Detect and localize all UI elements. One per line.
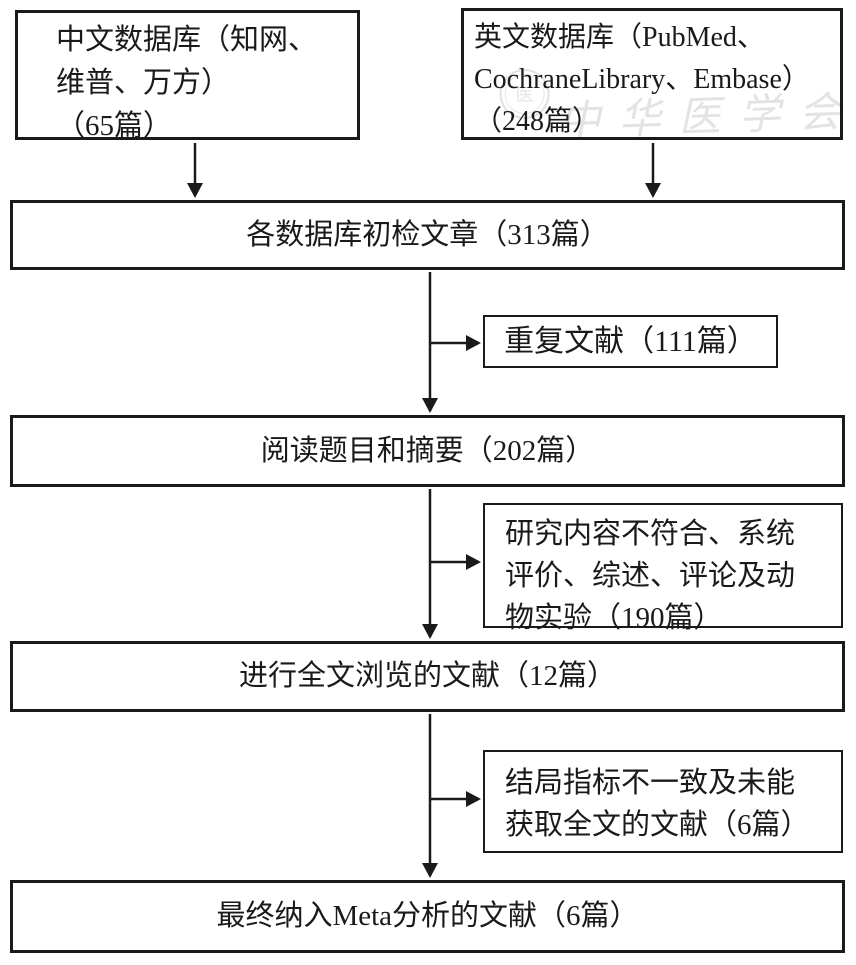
node-initial-retrieval-label: 各数据库初检文章（313篇） — [246, 218, 609, 251]
node-final-included-label: 最终纳入Meta分析的文献（6篇） — [216, 900, 639, 932]
node-fulltext-review: 进行全文浏览的文献（12篇） — [10, 641, 845, 712]
node-excluded-content-label: 研究内容不符合、系统 评价、综述、评论及动 物实验（190篇） — [505, 518, 796, 634]
node-english-databases-label: 英文数据库（PubMed、 CochraneLibrary、Embase） （2… — [474, 22, 810, 137]
node-chinese-databases-label: 中文数据库（知网、 维普、万方） （65篇） — [56, 24, 318, 142]
node-duplicates-removed: 重复文献（111篇） — [483, 315, 778, 368]
node-initial-retrieval: 各数据库初检文章（313篇） — [10, 200, 845, 270]
node-english-databases: 英文数据库（PubMed、 CochraneLibrary、Embase） （2… — [461, 8, 843, 140]
node-final-included: 最终纳入Meta分析的文献（6篇） — [10, 880, 845, 953]
node-excluded-content: 研究内容不符合、系统 评价、综述、评论及动 物实验（190篇） — [483, 503, 843, 634]
node-excluded-outcome-label: 结局指标不一致及未能 获取全文的文献（6篇） — [505, 767, 810, 841]
node-excluded-outcome: 结局指标不一致及未能 获取全文的文献（6篇） — [483, 750, 843, 853]
node-fulltext-review-label: 进行全文浏览的文献（12篇） — [238, 660, 616, 692]
node-title-abstract-screening: 阅读题目和摘要（202篇） — [10, 415, 845, 487]
node-chinese-databases: 中文数据库（知网、 维普、万方） （65篇） — [15, 10, 360, 142]
node-duplicates-removed-label: 重复文献（111篇） — [504, 324, 757, 358]
node-title-abstract-screening-label: 阅读题目和摘要（202篇） — [260, 434, 595, 467]
